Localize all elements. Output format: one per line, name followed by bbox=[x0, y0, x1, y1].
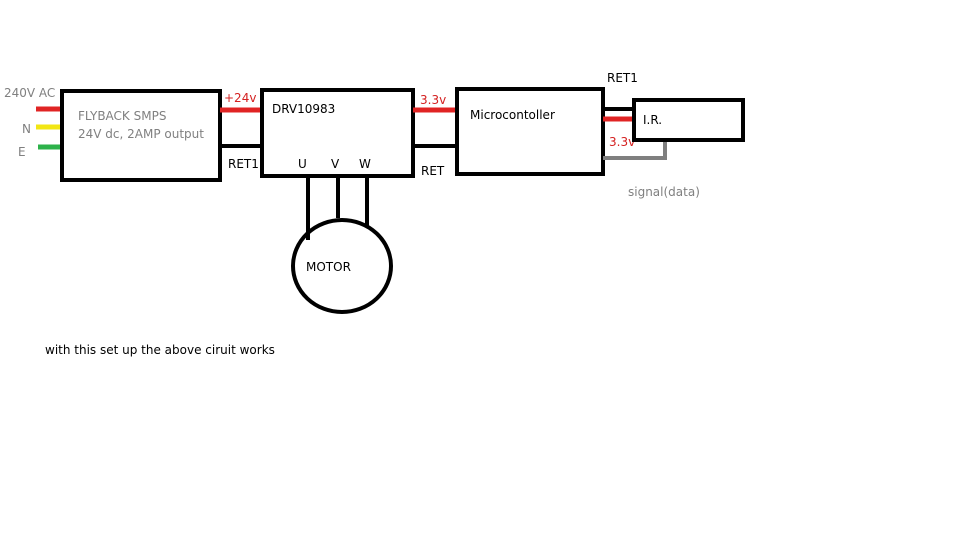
setup-note: with this set up the above ciruit works bbox=[45, 343, 275, 357]
smps-ret-label: RET1 bbox=[228, 157, 259, 171]
signal-wire bbox=[603, 140, 667, 160]
smps-subtitle: 24V dc, 2AMP output bbox=[78, 127, 204, 141]
ir-block bbox=[632, 98, 745, 142]
ir-label: I.R. bbox=[643, 113, 662, 127]
mcu-block bbox=[455, 87, 605, 176]
phase-u-label: U bbox=[298, 157, 307, 171]
mcu-ret-label: RET1 bbox=[607, 71, 638, 85]
smps-title: FLYBACK SMPS bbox=[78, 109, 166, 123]
neutral-label: N bbox=[22, 122, 31, 136]
phase-w-label: W bbox=[359, 157, 371, 171]
driver-ret-label: RET bbox=[421, 164, 445, 178]
driver-name: DRV10983 bbox=[272, 102, 335, 116]
phase-v-label: V bbox=[331, 157, 340, 171]
earth-label: E bbox=[18, 145, 26, 159]
driver-out-voltage: 3.3v bbox=[420, 93, 446, 107]
motor-circle bbox=[291, 218, 393, 314]
signal-label: signal(data) bbox=[628, 185, 700, 199]
ac-input-label: 240V AC bbox=[4, 86, 55, 100]
motor-label: MOTOR bbox=[306, 260, 351, 274]
smps-block bbox=[60, 89, 222, 182]
ir-voltage-label: 3.3v bbox=[609, 135, 635, 149]
mcu-name: Microcontoller bbox=[470, 108, 555, 122]
smps-out-voltage: +24v bbox=[224, 91, 256, 105]
